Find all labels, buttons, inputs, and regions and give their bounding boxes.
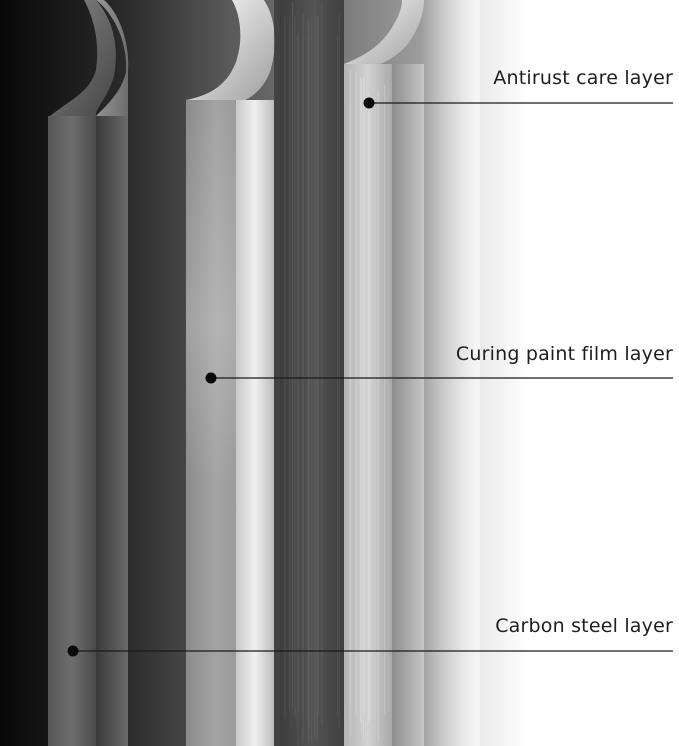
label-curing-paint-film-layer: Curing paint film layer	[455, 343, 673, 365]
callout-curing	[205, 372, 673, 384]
callout-dot-antirust	[363, 97, 375, 109]
callout-dot-curing	[205, 372, 217, 384]
curing-paint-plate	[186, 0, 280, 746]
antirust-plate	[344, 0, 480, 746]
label-antirust-care-layer: Antirust care layer	[493, 67, 673, 89]
label-carbon-steel-layer: Carbon steel layer	[495, 615, 673, 637]
callout-dot-carbon	[67, 645, 79, 657]
callout-antirust	[363, 97, 673, 109]
brushed-steel-strip	[280, 0, 344, 746]
carbon-steel-plate	[48, 0, 129, 746]
callout-carbon	[67, 645, 673, 657]
